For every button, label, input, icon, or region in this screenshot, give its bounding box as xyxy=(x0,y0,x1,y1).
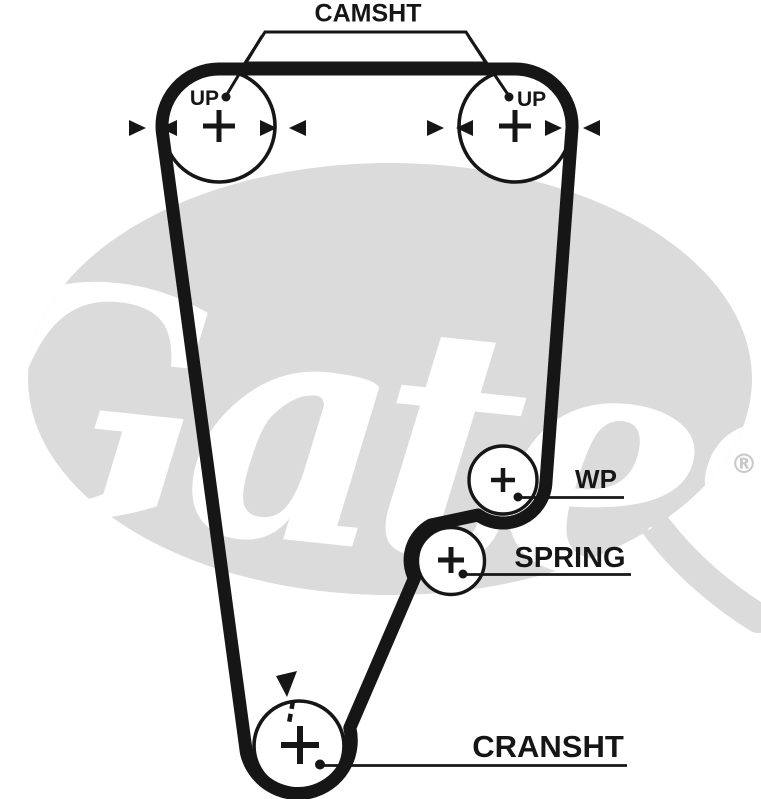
camshaft-leader-left xyxy=(224,35,264,97)
timing-arrow-icon xyxy=(260,120,277,136)
crank-timing-dashed-mark xyxy=(286,700,296,724)
timing-belt xyxy=(155,62,579,799)
spring-label: SPRING xyxy=(514,542,625,574)
camshaft-right-center-cross xyxy=(499,110,531,142)
timing-arrow-icon xyxy=(545,120,562,136)
cransht-label: CRANSHT xyxy=(472,729,624,764)
crank-timing-arrow-icon xyxy=(276,671,297,697)
water-pump-center-cross xyxy=(491,468,515,492)
timing-arrow-icon xyxy=(289,120,306,136)
watermark-swoosh xyxy=(585,415,761,633)
timing-marks-right-camshaft xyxy=(427,120,600,136)
camshaft-leader-dot-right xyxy=(504,92,514,102)
timing-arrow-icon xyxy=(160,120,177,136)
spring-center-cross xyxy=(438,547,464,573)
camshaft-bracket xyxy=(221,30,514,102)
up-label-left: UP xyxy=(190,87,219,110)
timing-arrow-icon xyxy=(456,120,473,136)
timing-arrow-icon xyxy=(427,120,444,136)
spring-callout: SPRING xyxy=(458,542,631,579)
camshaft-leader-dot-left xyxy=(221,92,231,102)
timing-arrow-icon xyxy=(129,120,146,136)
timing-mark-crankshaft xyxy=(276,671,297,724)
camsht-label: CAMSHT xyxy=(315,0,422,28)
crankshaft-center-cross xyxy=(281,726,319,764)
wp-callout: WP xyxy=(513,464,624,502)
timing-marks-left-camshaft xyxy=(129,120,306,136)
cransht-callout: CRANSHT xyxy=(315,729,627,770)
camshaft-leader-right xyxy=(467,36,511,97)
timing-arrow-icon xyxy=(583,120,600,136)
registered-trademark-icon: ® xyxy=(731,449,758,480)
wp-label: WP xyxy=(575,464,617,494)
camshaft-left-center-cross xyxy=(203,110,235,142)
up-label-right: UP xyxy=(517,88,546,111)
